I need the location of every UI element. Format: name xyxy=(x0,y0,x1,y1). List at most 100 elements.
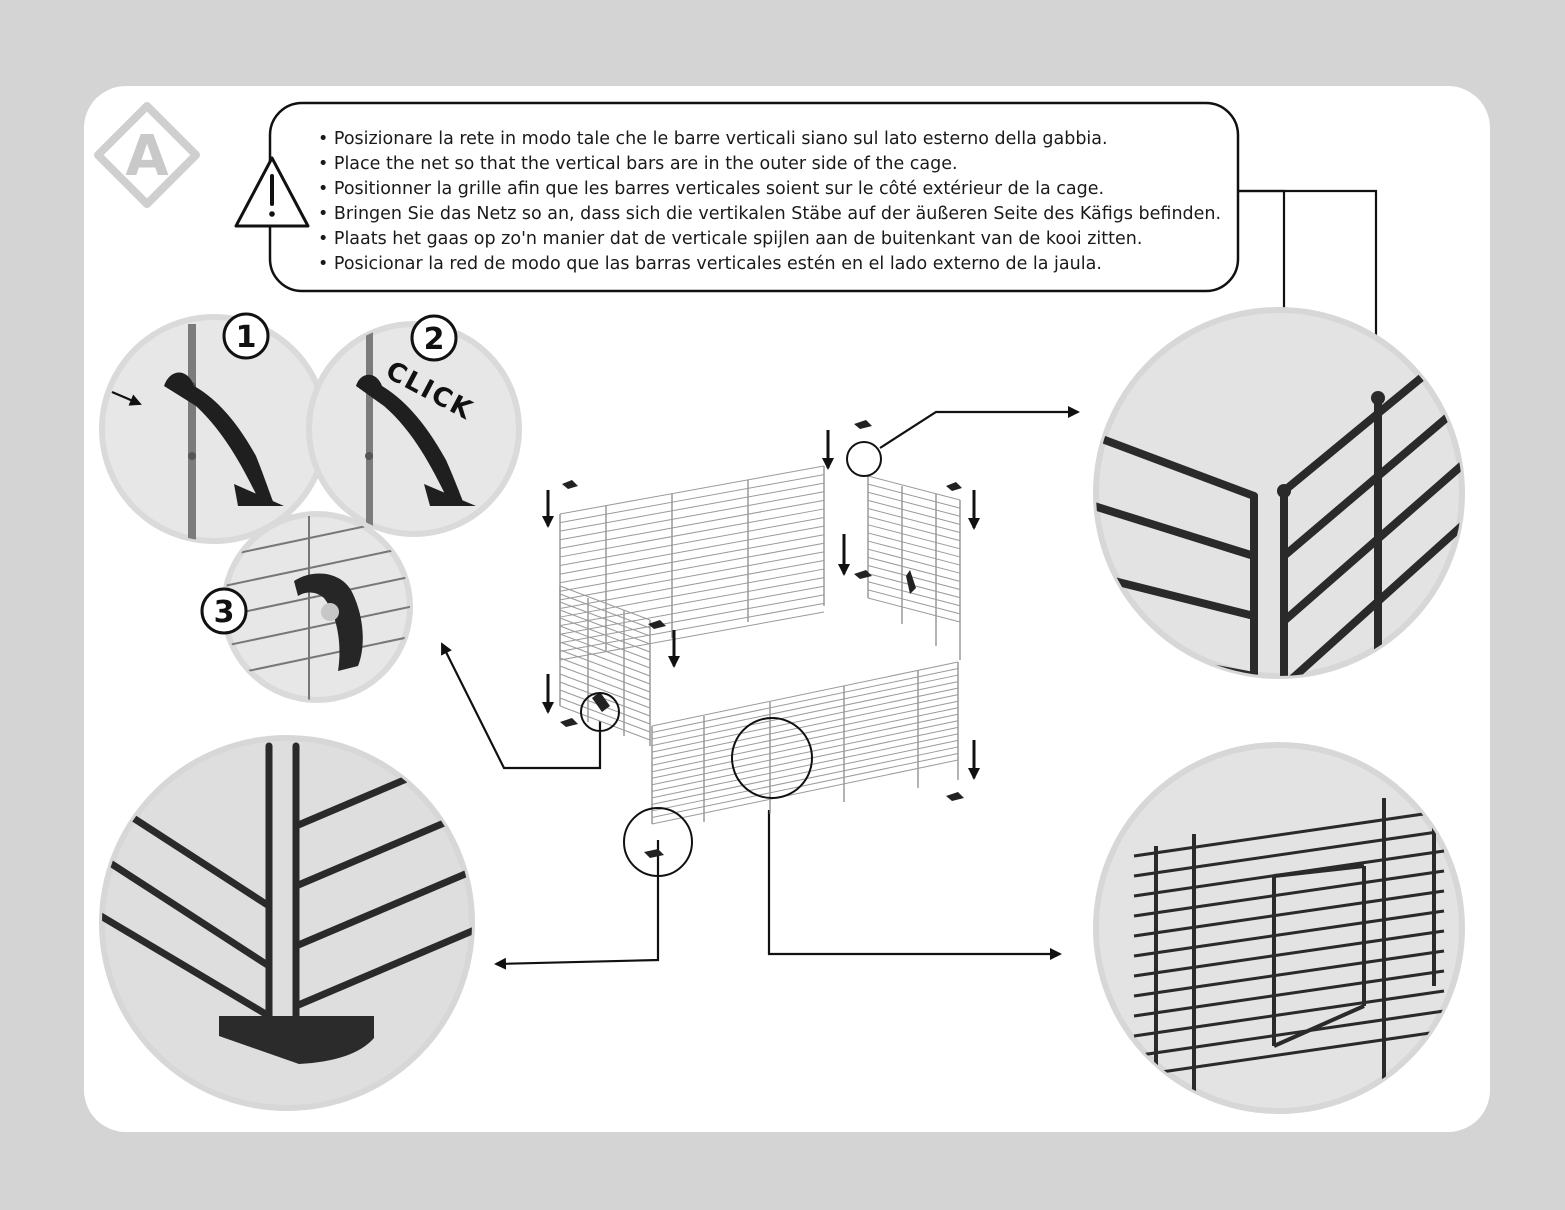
cage-panel-front-left xyxy=(559,586,651,746)
insert-arrow-icon xyxy=(111,390,142,406)
cage-bar xyxy=(651,661,959,727)
cage-bar xyxy=(559,559,825,609)
warning-line-de: • Bringen Sie das Netz so an, dass sich … xyxy=(318,204,1221,224)
cage-bar xyxy=(651,694,959,760)
cage-bar xyxy=(559,508,825,558)
connector-corner-to-detail xyxy=(879,406,1080,449)
warning-line-nl: • Plaats het gaas op zo'n manier dat de … xyxy=(318,229,1142,249)
cage-bar xyxy=(559,625,651,661)
warning-line-es: • Posicionar la red de modo que las barr… xyxy=(318,254,1102,274)
step-3-detail: 3 xyxy=(200,511,413,703)
cage-bar xyxy=(559,657,651,693)
callout-corner xyxy=(846,441,882,477)
cage-bar xyxy=(559,633,651,669)
cage-bar xyxy=(559,649,651,685)
cage-bar xyxy=(559,697,651,733)
cage-assembly xyxy=(559,466,961,824)
cage-bar xyxy=(651,713,959,779)
step-2-number: 2 xyxy=(424,322,445,357)
cage-bar xyxy=(559,602,825,652)
cage-bar xyxy=(867,491,961,517)
cage-bar xyxy=(559,542,825,592)
callout-circles xyxy=(580,441,882,877)
detail-foot xyxy=(99,735,475,1111)
warning-line-fr: • Positionner la grille afin que les bar… xyxy=(318,179,1104,199)
cage-bar xyxy=(559,577,825,627)
cage-bar xyxy=(651,752,959,818)
section-letter: A xyxy=(125,124,169,189)
cage-bar xyxy=(559,611,825,661)
detail-door xyxy=(1093,742,1465,1114)
down-arrows xyxy=(542,430,980,780)
assembly-diagram: A • Posizionare la rete in modo tale che… xyxy=(94,101,1465,1114)
clip-markers xyxy=(560,420,964,858)
connector-foot-to-detail xyxy=(494,840,660,970)
cage-bar xyxy=(867,597,961,623)
cage-bar xyxy=(651,720,959,786)
cage-bar xyxy=(651,674,959,740)
step-3-number: 3 xyxy=(214,595,235,630)
cage-bar xyxy=(559,585,651,621)
door-bar xyxy=(1133,989,1445,1038)
cage-bar xyxy=(559,705,651,741)
cage-bar xyxy=(651,707,959,773)
warning-triangle-icon xyxy=(234,156,310,228)
cage-bar xyxy=(867,540,961,566)
cage-bar xyxy=(867,556,961,582)
door-bar xyxy=(1133,909,1445,958)
cage-bar xyxy=(559,517,825,567)
cage-bar xyxy=(651,739,959,805)
door-bar xyxy=(1133,809,1445,858)
cage-bar xyxy=(651,759,959,825)
cage-bar xyxy=(559,617,651,653)
cage-bar xyxy=(867,564,961,590)
connector-arrows xyxy=(441,189,1382,970)
cage-bar xyxy=(651,733,959,799)
warning-line-it: • Posizionare la rete in modo tale che l… xyxy=(318,129,1108,149)
cage-bar xyxy=(559,641,651,677)
door-bar xyxy=(1133,1009,1445,1058)
cage-panel-back-left xyxy=(559,466,825,660)
instruction-card: A • Posizionare la rete in modo tale che… xyxy=(84,86,1490,1132)
cage-bar xyxy=(651,668,959,734)
step-1-number: 1 xyxy=(236,320,257,355)
diamond-icon xyxy=(94,102,200,208)
cage-bar xyxy=(651,700,959,766)
door-bar xyxy=(1133,949,1445,998)
cage-bar xyxy=(559,465,825,515)
warning-box: • Posizionare la rete in modo tale che l… xyxy=(234,101,1240,293)
cage-bar xyxy=(651,687,959,753)
cage-bar xyxy=(559,593,651,629)
connector-warning-to-corner-b xyxy=(1238,189,1382,366)
door-bar xyxy=(1133,929,1445,978)
cage-bar xyxy=(867,499,961,525)
cage-bar xyxy=(651,726,959,792)
callout-door xyxy=(731,717,813,799)
connector-door-to-detail xyxy=(767,810,1062,960)
door-bar xyxy=(1133,849,1445,898)
cage-bar xyxy=(867,516,961,542)
cage-bar xyxy=(867,581,961,607)
section-badge: A xyxy=(94,102,200,208)
cage-horizontal-bars xyxy=(559,465,961,825)
door-bar xyxy=(1133,889,1445,938)
cage-bar xyxy=(559,482,825,532)
door-bar xyxy=(1133,829,1445,878)
cage-bar xyxy=(559,673,651,709)
step-1-detail: 1 xyxy=(99,312,329,544)
cage-bar xyxy=(867,508,961,534)
door-bar xyxy=(1133,969,1445,1018)
cage-bar xyxy=(651,681,959,747)
cage-bar xyxy=(559,534,825,584)
door-bar xyxy=(1133,869,1445,918)
cage-bar xyxy=(867,524,961,550)
step-2-detail: CLICK 2 xyxy=(306,314,522,537)
cage-bar xyxy=(559,665,651,701)
cage-bar xyxy=(867,532,961,558)
cage-bar xyxy=(867,548,961,574)
cage-bar xyxy=(559,601,651,637)
detail-corner-join xyxy=(1093,307,1465,679)
cage-bar xyxy=(559,551,825,601)
connector-clip-to-steps xyxy=(441,642,602,770)
cage-bar xyxy=(559,525,825,575)
